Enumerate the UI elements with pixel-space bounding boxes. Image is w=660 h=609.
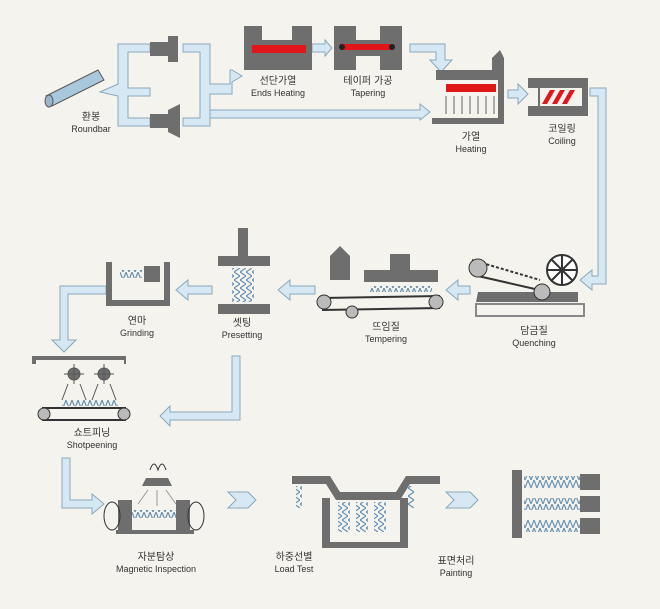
label-roundbar: 환봉 Roundbar [71,112,111,134]
flow-arrow [98,43,151,127]
label-ko: 코일링 [548,124,576,135]
tempering-machine [316,246,444,319]
label-ko: 셋팅 [232,318,252,329]
magnetic-inspection-machine [103,463,205,534]
label-grinding: 연마 Grinding [120,316,154,338]
label-ko: 하중선별 [275,552,313,563]
label-en: Heating [455,143,487,154]
flow-arrow [226,491,257,509]
painting-rack [512,470,600,538]
coiling-machine [528,78,588,116]
label-en: Painting [439,567,473,578]
flow-paths [50,38,607,516]
label-en: Presetting [221,329,263,340]
label-ends-heating: 선단가열 Ends Heating [251,76,305,98]
flow-arrow [209,102,431,122]
label-ko: 담금질 [520,326,548,337]
label-ko: 표면처리 [437,556,475,567]
flow-arrow [507,82,529,106]
label-en: Shotpeening [66,439,118,450]
heating-furnace [432,50,504,124]
label-ko: 자분탐상 [137,552,175,563]
label-load-test: 하중선별 Load Test [275,552,314,574]
label-en: Tapering [350,87,386,98]
flow-arrow [311,38,333,58]
flow-arrow [159,355,241,428]
tapering-machine [334,26,402,70]
label-ko: 뜨임질 [372,322,400,333]
label-en: Quenching [512,337,556,348]
label-ko: 테이퍼 가공 [343,76,393,87]
flow-arrow [50,285,107,353]
flow-arrow [579,87,607,292]
label-en: Magnetic Inspection [115,563,197,574]
label-heating: 가열 Heating [455,132,486,154]
label-ko: 연마 [127,316,147,327]
shotpeening-machine [32,356,131,421]
flow-arrow [444,491,479,509]
quenching-tank [468,254,585,317]
label-en: Load Test [274,563,314,574]
label-magnetic-inspection: 자분탐상 Magnetic Inspection [116,552,196,574]
flow-arrow [409,43,454,73]
label-ko: 환봉 [81,112,101,123]
label-tempering: 뜨임질 Tempering [365,322,407,344]
label-ko: 가열 [461,132,481,143]
label-painting: 표면처리 Painting [438,556,475,578]
label-coiling: 코일링 Coiling [548,124,576,146]
presetting-press [218,228,270,314]
flow-arrow [175,278,213,302]
flow-arrow [277,278,316,302]
load-test-machine [292,476,440,548]
flow-arrow [445,278,471,302]
label-ko: 선단가열 [259,76,297,87]
label-en: Ends Heating [250,87,306,98]
ends-heating-machine [244,26,312,70]
label-shotpeening: 쇼트피닝 Shotpeening [67,428,118,450]
label-en: Coiling [548,135,576,146]
flow-arrow [182,43,243,127]
label-quenching: 담금질 Quenching [512,326,556,348]
roundbar-machine [44,36,180,138]
label-en: Grinding [119,327,155,338]
label-tapering: 테이퍼 가공 Tapering [343,76,392,98]
label-presetting: 셋팅 Presetting [222,318,263,340]
grinding-machine [106,262,170,306]
label-en: Roundbar [71,123,111,134]
label-en: Tempering [364,333,408,344]
flow-arrow [61,457,105,516]
label-ko: 쇼트피닝 [73,428,111,439]
